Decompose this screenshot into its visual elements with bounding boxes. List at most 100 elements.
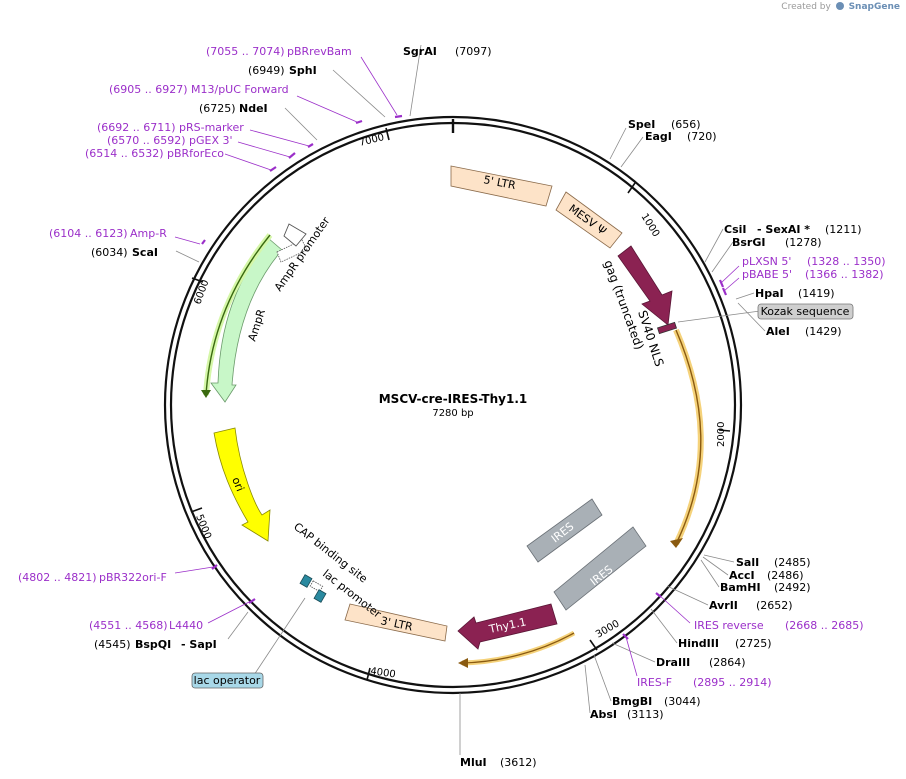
site-csii-pos: (1211) [825,223,862,236]
primer-l4440-name: L4440 [169,619,203,632]
leader-ndei [284,107,318,141]
site-absi-name: AbsI [590,708,617,721]
site-scai-pos: (6034) [91,246,128,259]
tick-6000-label: 6000 [192,278,211,306]
leader-acci [702,556,729,576]
primer-mark-pgex [288,152,296,159]
site-bspqi-pos: (4545) [94,638,131,651]
leader-bamhi [700,559,720,588]
feature-cre-line [675,329,702,545]
site-bmgbi-pos: (3044) [664,695,701,708]
primer-iresrev-range: (2668 .. 2685) [785,619,864,632]
site-avrii-name: AvrII [709,599,738,612]
plead-plxsn [720,265,740,284]
leader-bspqi [227,611,249,640]
lac-operator-badge [191,672,264,689]
primer-plxsn-range: (1328 .. 1350) [807,255,886,268]
leader-absi [584,664,591,714]
feature-cap-box [299,574,313,588]
site-bspqi-name: BspQI [135,638,171,651]
feature-ires-inner [526,498,603,563]
site-absi-pos: (3113) [627,708,664,721]
plead-m13 [296,95,358,123]
primer-plxsn-name: pLXSN 5' [742,255,791,268]
feature-thy-arrow [457,603,558,650]
primer-m13-name: M13/pUC Forward [191,83,289,96]
feature-lacop-box [313,589,327,603]
primer-pbabe-range: (1366 .. 1382) [805,268,884,281]
plasmid-name: MSCV-cre-IRES-Thy1.1 [379,392,528,406]
primer-pbrrevbam-range: (7055 .. 7074) [206,45,285,58]
leader-hpai [735,292,755,300]
leader-avrii [666,585,709,606]
site-scai-name: ScaI [132,246,158,259]
primer-mark-pbabe [721,287,728,296]
snapgene-logo-icon [835,2,844,10]
plasmid-size: 7280 bp [432,408,473,419]
leader-scai [175,250,200,263]
leader-eagi [620,136,644,168]
tick-3000-mark [589,639,598,651]
primer-ampr-range: (6104 .. 6123) [49,227,128,240]
plead-pgex [237,141,291,158]
feature-mesv [555,191,623,249]
lac-operator-label: lac operator [194,674,261,687]
tick-2000-mark [718,429,731,432]
enzyme-leaders [175,44,766,755]
primer-m13-range: (6905 .. 6927) [109,83,188,96]
site-bspqi-name2: - SapI [181,638,217,651]
backbone [163,115,743,695]
leader-alei [737,302,766,332]
primer-iresf-name: IRES-F [637,676,672,689]
ticks [190,127,731,681]
leader-sali [703,554,735,563]
primer-pbrrevbam-name: pBRrevBam [287,45,352,58]
primer-labels: (7055 .. 7074) pBRrevBam (6905 .. 6927) … [18,45,886,689]
site-csii-name2: - SexAI * [757,223,810,236]
site-acci-pos: (2486) [767,569,804,582]
primer-prs-range: (6692 .. 6711) [97,121,176,134]
site-acci-name: AccI [729,569,755,582]
primer-pbr322-range: (4802 .. 4821) [18,571,97,584]
tick-6000-mark [191,277,204,283]
feature-ampr-line [205,234,271,396]
primer-mark-pbr322 [211,564,218,570]
tick-3000-label: 3000 [594,618,622,640]
site-eagi-pos: (720) [687,130,717,143]
feature-5ltr-label: 5' LTR [482,173,517,192]
credit-brand: SnapGene [848,2,900,12]
site-ndei-pos: (6725) [199,102,236,115]
primer-pgex-name: pGEX 3' [189,134,233,147]
feature-5ltr [450,165,553,207]
primer-marks [201,114,728,640]
site-spei-name: SpeI [628,118,655,131]
primer-ampr-name: Amp-R [130,227,167,240]
primer-iresf-range: (2895 .. 2914) [693,676,772,689]
site-sali-name: SalI [736,556,759,569]
site-alei-pos: (1429) [805,325,842,338]
leader-draiii [611,642,656,663]
enzyme-labels: SgrAI (7097) (6949) SphI (6725) NdeI (60… [91,45,862,769]
site-mlui-name: MluI [460,756,487,769]
site-sphi-name: SphI [289,64,317,77]
primer-mark-ampr [201,239,206,245]
leader-sgrai [409,44,422,117]
feature-amprp-arrow-icon [283,223,307,247]
site-sgrai-pos: (7097) [455,45,492,58]
snapgene-credit: Created by SnapGene [781,2,900,12]
tick-7000-mark [385,127,390,141]
plead-pbr322 [174,566,214,574]
feature-thy-line [461,632,575,664]
primer-mark-iresf [622,633,629,640]
primer-l4440-range: (4551 .. 4568) [89,619,168,632]
site-avrii-pos: (2652) [756,599,793,612]
site-bsrgi-pos: (1278) [785,236,822,249]
primer-pbrfor-name: pBRforEco [167,147,224,160]
feature-3ltr [344,603,448,642]
leader-bmgbi [593,654,612,702]
site-hindiii-name: HindIII [678,637,719,650]
tick-4000-label: 4000 [370,666,397,680]
primer-pbabe-name: pBABE 5' [742,268,792,281]
site-csii-name: CsiI [724,223,746,236]
